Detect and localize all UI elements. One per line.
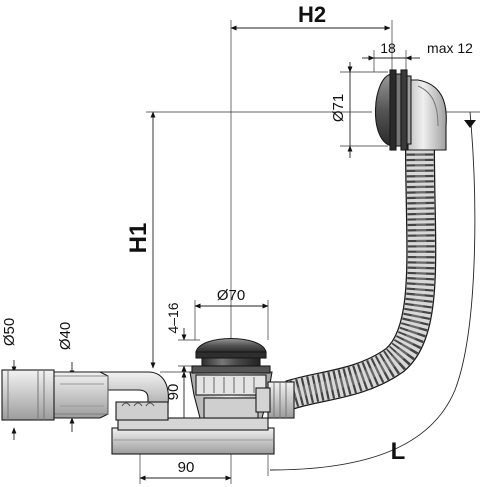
trap-elbow: [95, 371, 169, 421]
l-label: L: [391, 438, 406, 465]
outlet-pipe: [51, 371, 109, 419]
outlet-sleeve: [1, 369, 55, 421]
flange-dimensions: 18 max 12: [362, 40, 473, 72]
d40-label: Ø40: [57, 322, 74, 350]
h2-dimension: H2: [230, 2, 393, 372]
overflow-cap: [374, 69, 412, 151]
drain-body: [189, 371, 273, 419]
l-dimension: L: [267, 111, 480, 476]
range-4-16-label: 4–16: [165, 302, 181, 333]
h2-label: H2: [298, 2, 326, 27]
d50-dimension: Ø50: [1, 318, 18, 440]
h1-dimension: H1: [125, 111, 372, 369]
d18-label: 18: [380, 40, 396, 56]
d50-label: Ø50: [1, 318, 18, 346]
d71-dimension: Ø71: [330, 62, 388, 158]
range-4-16-dimension: 4–16: [165, 302, 200, 376]
drain-plug-cap: [191, 337, 271, 374]
h90-label: 90: [178, 459, 195, 476]
hose-connector-nut: [255, 381, 295, 419]
d70-dimension: Ø70: [194, 287, 269, 340]
drain-base: [111, 417, 275, 455]
v90-label: 90: [165, 384, 182, 401]
max12-label: max 12: [427, 40, 473, 56]
d70-label: Ø70: [217, 287, 245, 304]
corrugated-hose: [285, 147, 437, 410]
h1-label: H1: [125, 223, 152, 254]
overflow-elbow: [399, 79, 447, 151]
d71-label: Ø71: [330, 94, 347, 122]
